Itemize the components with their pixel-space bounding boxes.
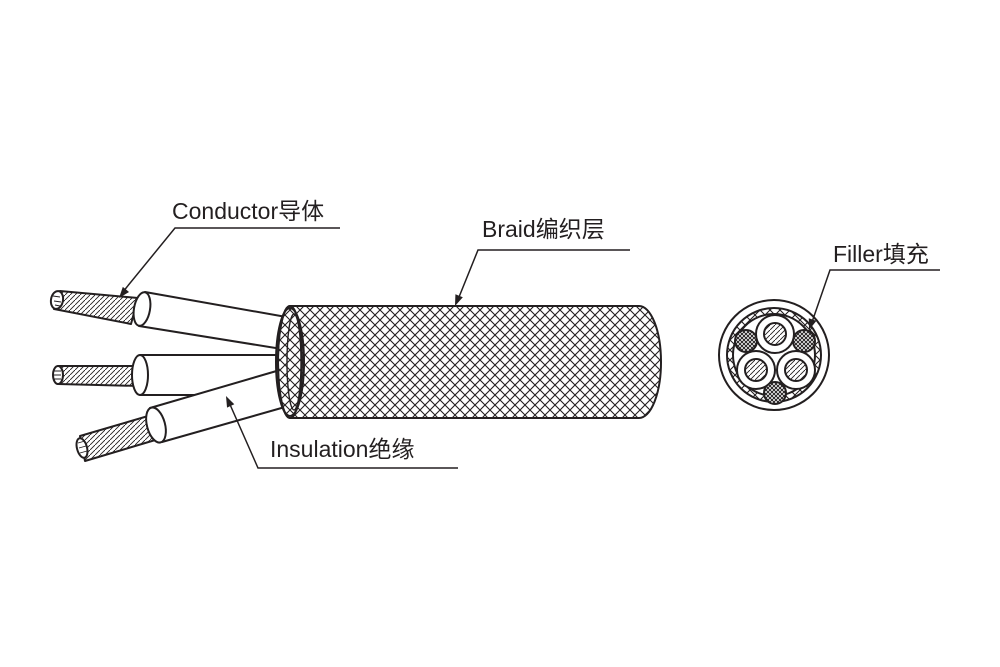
- core-left-conductor: [744, 358, 768, 382]
- filler-left: [734, 329, 758, 353]
- insulation-leader: [227, 399, 458, 469]
- conductor-label: Conductor导体: [172, 198, 324, 224]
- cable-cross-section: [718, 299, 830, 411]
- core-right-conductor: [784, 358, 808, 382]
- braid-arrow-icon: [455, 294, 463, 306]
- filler-leader: [810, 269, 940, 326]
- top-insulation: [138, 291, 293, 351]
- bottom-core: [75, 369, 293, 462]
- top-conductor-end: [49, 290, 65, 310]
- middle-conductor-strands: [57, 365, 141, 387]
- filler-label: Filler填充: [833, 241, 929, 267]
- top-insulation-end: [132, 291, 152, 327]
- middle-insulation-end: [131, 354, 149, 396]
- filler-right: [792, 329, 816, 353]
- conductor-leader: [121, 227, 340, 294]
- filler-arrow-icon: [808, 318, 817, 330]
- braid-leader: [456, 249, 630, 303]
- filler-bottom: [763, 381, 787, 405]
- top-core: [49, 290, 293, 351]
- leader-arrowheads: [119, 286, 817, 408]
- insulation-arrow-icon: [226, 396, 235, 408]
- top-conductor-strands: [53, 290, 139, 325]
- braid-body: [277, 305, 662, 419]
- core-top-conductor: [763, 322, 787, 346]
- braid-label: Braid编织层: [482, 216, 605, 242]
- sheath-end-ring: [277, 305, 303, 419]
- sheath-end-inner: [286, 313, 302, 411]
- bottom-conductor-end: [75, 437, 89, 459]
- bottom-insulation-end: [145, 406, 167, 444]
- conductor-arrow-icon: [119, 286, 130, 298]
- insulation-label: Insulation绝缘: [270, 436, 414, 462]
- braid-sheath: [275, 305, 662, 419]
- leader-lines: [121, 227, 940, 469]
